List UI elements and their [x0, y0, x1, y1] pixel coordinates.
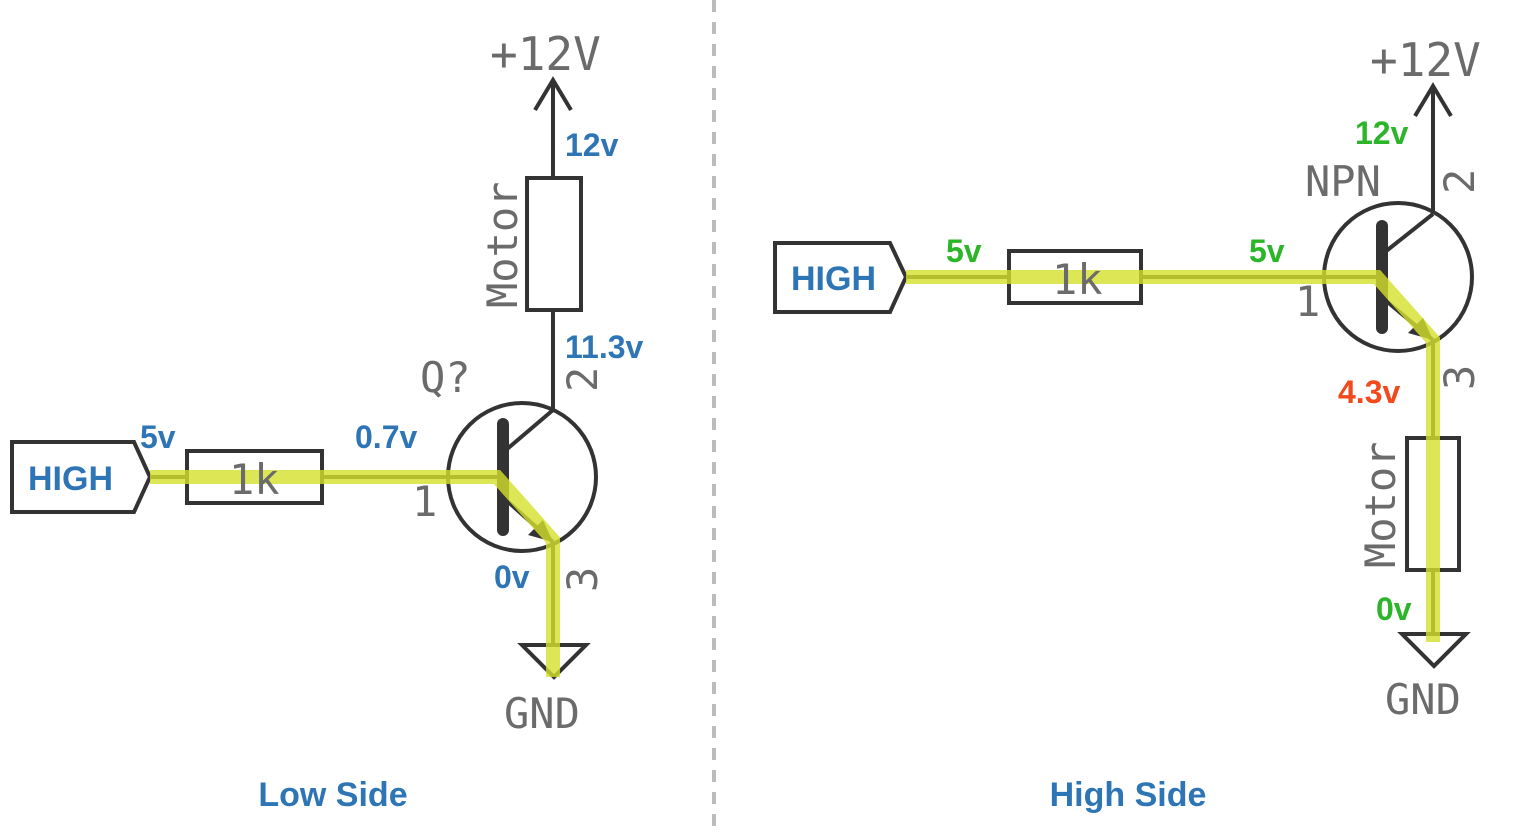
low-pin-emitter: 3: [558, 567, 607, 592]
low-motor: [525, 176, 583, 312]
low-transistor-collector-leg: [504, 408, 555, 452]
high-v-ground: 0v: [1376, 591, 1412, 627]
high-v-base: 5v: [1249, 233, 1285, 269]
high-supply-arrow-icon: [1413, 82, 1453, 118]
high-motor-label: Motor: [1356, 442, 1405, 568]
low-pin-base: 1: [412, 477, 437, 526]
low-ground-label: GND: [504, 689, 580, 738]
high-input-flag: [773, 241, 909, 314]
high-v-input: 5v: [946, 233, 982, 269]
low-input-flag: [10, 440, 153, 514]
low-side-circuit: +12V Motor 1k Q? 1 2 3 GND HIGH 5v 0.7v …: [10, 27, 644, 814]
low-input-label: HIGH: [28, 460, 113, 498]
low-v-base: 0.7v: [355, 419, 417, 455]
high-v-emitter: 4.3v: [1338, 374, 1400, 410]
high-pin-base: 1: [1295, 277, 1320, 326]
low-current-path: [150, 470, 560, 677]
high-side-circuit: +12V NPN 1k 1 2 3 Motor GND HIGH 5v 5v 1…: [773, 33, 1484, 814]
low-v-collector: 11.3v: [565, 329, 644, 365]
low-v-input: 5v: [140, 419, 176, 455]
low-pin-collector: 2: [558, 367, 607, 392]
low-transistor-ref: Q?: [420, 353, 471, 402]
high-transistor-collector-leg: [1383, 212, 1435, 254]
high-pin-collector: 2: [1435, 169, 1484, 194]
high-supply-label: +12V: [1370, 33, 1481, 87]
low-resistor-value: 1k: [229, 455, 280, 504]
high-pin-emitter: 3: [1435, 365, 1484, 390]
high-side-title: High Side: [1050, 776, 1207, 814]
low-v-emitter: 0v: [494, 559, 530, 595]
low-v-supply: 12v: [565, 127, 619, 163]
low-motor-label: Motor: [478, 182, 527, 308]
high-current-path: [906, 270, 1440, 642]
high-ground-label: GND: [1385, 675, 1461, 724]
low-supply-label: +12V: [490, 27, 601, 81]
high-input-label: HIGH: [791, 260, 876, 298]
high-transistor-ref: NPN: [1305, 157, 1381, 206]
low-side-title: Low Side: [258, 776, 407, 814]
high-resistor-value: 1k: [1052, 255, 1103, 304]
low-supply-arrow-icon: [533, 76, 573, 112]
high-v-supply: 12v: [1355, 115, 1409, 151]
